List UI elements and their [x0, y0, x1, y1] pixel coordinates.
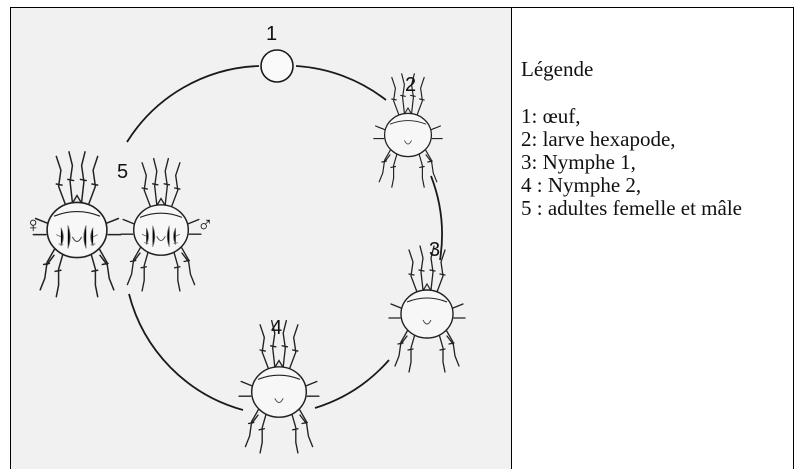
legend-item: 3: Nymphe 1,	[521, 151, 783, 174]
legend-item: 2: larve hexapode,	[521, 128, 783, 151]
egg-stage	[261, 50, 293, 82]
adult-male	[121, 159, 201, 291]
life-cycle-diagram: 1 2 3 4 5 ♀ ♂	[11, 8, 511, 469]
legend-panel: Légende 1: œuf, 2: larve hexapode, 3: Ny…	[521, 58, 783, 220]
legend-list: 1: œuf, 2: larve hexapode, 3: Nymphe 1, …	[521, 105, 783, 220]
male-symbol: ♂	[197, 212, 214, 237]
legend-item: 1: œuf,	[521, 105, 783, 128]
table-right-border	[793, 8, 794, 469]
stage-number-2: 2	[405, 74, 416, 96]
nymph-2-stage	[239, 321, 319, 453]
legend-item: 5 : adultes femelle et mâle	[521, 197, 783, 220]
stage-number-1: 1	[266, 23, 277, 45]
legend-title: Légende	[521, 58, 783, 81]
stage-number-3: 3	[429, 239, 440, 261]
column-divider	[511, 8, 512, 469]
stage-number-4: 4	[271, 317, 282, 339]
legend-item: 4 : Nymphe 2,	[521, 174, 783, 197]
nymph-1-stage	[389, 246, 465, 372]
adult-female	[33, 152, 120, 297]
stage-number-5: 5	[117, 161, 128, 183]
female-symbol: ♀	[25, 212, 42, 237]
life-cycle-figure: 1 2 3 4 5 ♀ ♂	[11, 8, 511, 469]
